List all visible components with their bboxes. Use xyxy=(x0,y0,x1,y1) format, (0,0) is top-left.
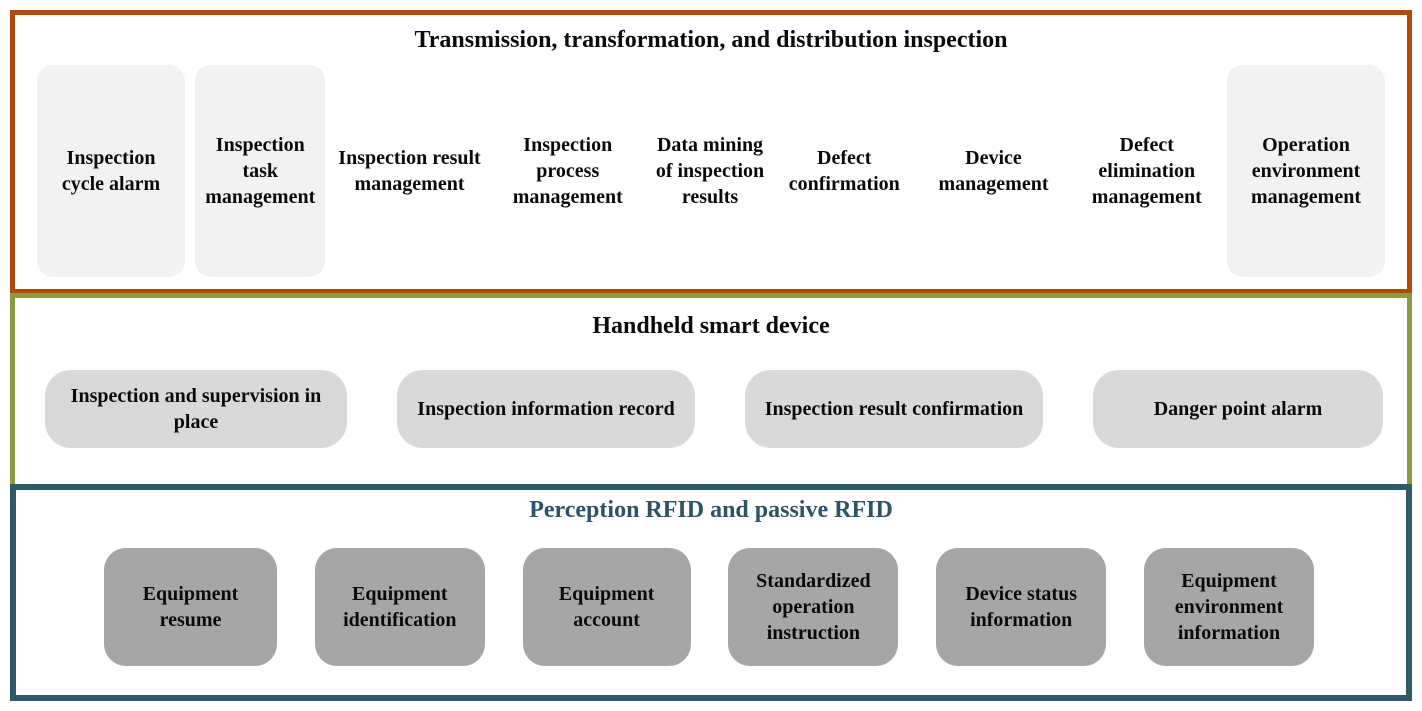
rfid-items-row: Equipment resume Equipment identificatio… xyxy=(104,548,1314,666)
handheld-items-row: Inspection and supervision in place Insp… xyxy=(45,370,1383,448)
item-inspection-result-confirmation: Inspection result confirmation xyxy=(745,370,1043,448)
item-device-management: Device management xyxy=(938,147,1049,195)
section-handheld-smart-device: Handheld smart device Inspection and sup… xyxy=(10,293,1412,491)
section-transmission-title: Transmission, transformation, and distri… xyxy=(414,27,1008,53)
item-equipment-resume: Equipment resume xyxy=(104,548,277,666)
item-inspection-information-record: Inspection information record xyxy=(397,370,695,448)
section-rfid-title: Perception RFID and passive RFID xyxy=(529,497,893,523)
item-danger-point-alarm: Danger point alarm xyxy=(1093,370,1383,448)
item-inspection-and-supervision-in-place: Inspection and supervision in place xyxy=(45,370,347,448)
item-data-mining-of-inspection-results: Data mining of inspection results xyxy=(655,134,765,208)
item-inspection-process-management: Inspection process management xyxy=(512,134,623,208)
item-operation-environment-management: Operation environment management xyxy=(1227,65,1385,277)
section-perception-rfid: Perception RFID and passive RFID Equipme… xyxy=(10,484,1412,701)
item-inspection-result-management: Inspection result management xyxy=(338,147,481,195)
item-device-status-information: Device status information xyxy=(936,548,1107,666)
item-inspection-task-management: Inspection task management xyxy=(195,65,326,277)
item-defect-elimination-management: Defect elimination management xyxy=(1091,134,1202,208)
item-equipment-environment-information: Equipment environment information xyxy=(1143,548,1314,666)
section-handheld-title: Handheld smart device xyxy=(592,313,830,339)
item-standardized-operation-instruction: Standardized operation instruction xyxy=(728,548,899,666)
item-defect-confirmation: Defect confirmation xyxy=(788,147,900,195)
item-equipment-identification: Equipment identification xyxy=(314,548,485,666)
transmission-items-row: Inspection cycle alarm Inspection task m… xyxy=(37,65,1385,277)
item-equipment-account: Equipment account xyxy=(522,548,691,666)
section-transmission-inspection: Transmission, transformation, and distri… xyxy=(10,10,1412,294)
item-inspection-cycle-alarm: Inspection cycle alarm xyxy=(37,65,185,277)
